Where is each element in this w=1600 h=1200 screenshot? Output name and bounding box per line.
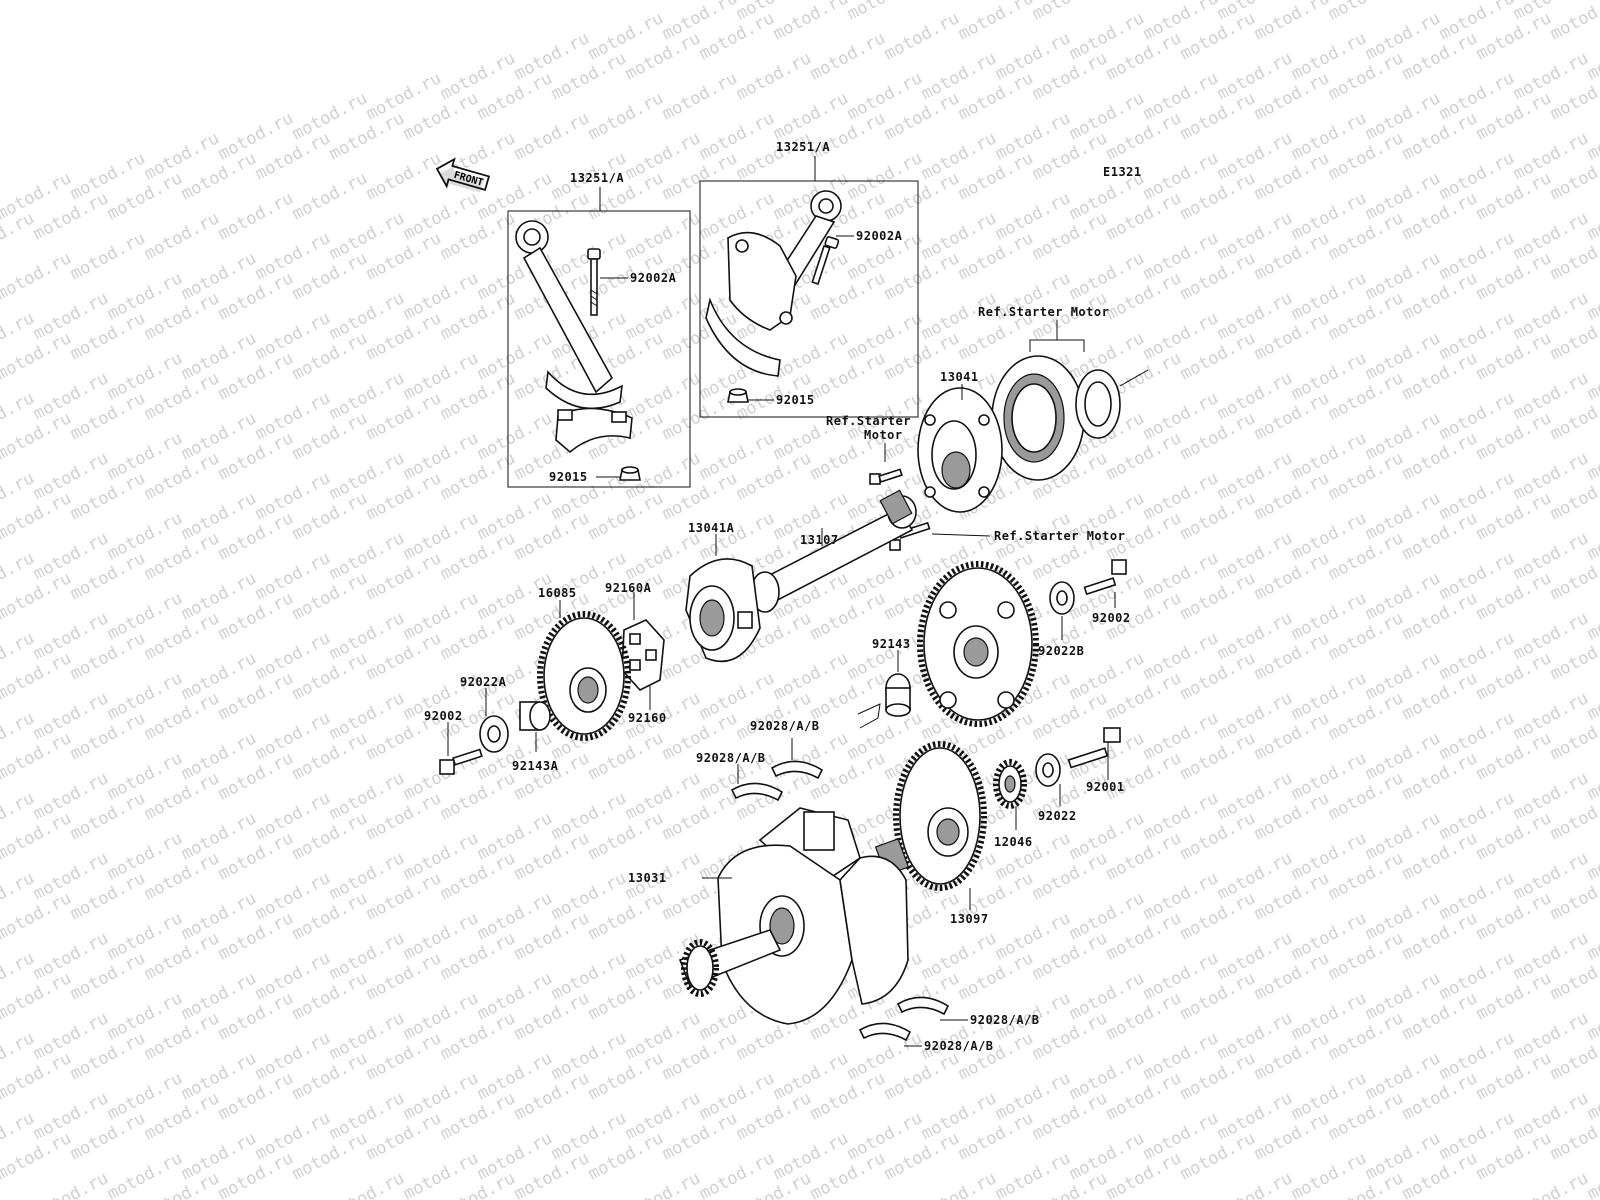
watermark-text: motod.ru: [1510, 1168, 1592, 1200]
watermark-text: motod.ru: [215, 188, 297, 244]
bush-a-label: 92143A: [512, 759, 559, 773]
bolt-92002a-right-icon: [811, 236, 840, 286]
ref-starter-2a-label: Ref.Starter: [826, 414, 911, 428]
watermark-text: motod.ru: [659, 68, 741, 124]
ref-starter-3-label: Ref.Starter Motor: [994, 529, 1125, 543]
starter-gear-icon: [917, 561, 1039, 727]
watermark-text: motod.ru: [30, 1168, 112, 1200]
nut-left-label: 92015: [549, 470, 588, 484]
gear-13097-icon: [874, 741, 987, 891]
watermark-text: motod.ru: [1584, 1148, 1600, 1200]
con-rod-right-label: 13251/A: [776, 140, 830, 154]
clutch-hub-label: 13041A: [688, 521, 735, 535]
damper-92160a-icon: [621, 619, 665, 691]
watermark-text: motod.ru: [1251, 0, 1333, 44]
starter-clutch-label: 13041: [940, 370, 979, 384]
starter-bolt-upper-icon: [869, 468, 903, 485]
watermark-text: motod.ru: [733, 48, 815, 104]
clutch-hub-13041a-icon: [685, 558, 761, 663]
crankshaft-13031-icon: [678, 807, 909, 1025]
bolt-92002-right-icon: [1083, 559, 1127, 596]
bolt-92002-right-label: 92002: [1092, 611, 1131, 625]
bearing-upper-1-label: 92028/A/B: [696, 751, 766, 765]
con-rod-cap-left-icon: [555, 407, 633, 454]
bolt-92002-left-label: 92002: [424, 709, 463, 723]
watermark-text: motod.ru: [67, 228, 149, 284]
watermark-text: motod.ru: [363, 148, 445, 204]
bearing-upper-1-icon: [730, 782, 784, 802]
watermark-text: motod.ru: [881, 8, 963, 64]
watermark-text: motod.ru: [1584, 0, 1600, 4]
nut-92015-left-icon: [619, 466, 641, 481]
nut-92015-right-icon: [727, 388, 749, 403]
bearing-lower-2-icon: [858, 1022, 912, 1042]
diagram-code: E1321: [1103, 165, 1142, 179]
gear-13097-label: 13097: [950, 912, 989, 926]
watermark-text: motod.ru: [1547, 0, 1600, 44]
watermark-text: motod.ru: [1325, 0, 1407, 24]
bearing-upper-2-icon: [770, 760, 824, 780]
shaft-label: 13107: [800, 533, 839, 547]
nut-right-label: 92015: [776, 393, 815, 407]
washer-92022a-icon: [479, 715, 509, 753]
damper-a-label: 92160A: [605, 581, 652, 595]
bearing-lower-1-icon: [896, 996, 950, 1016]
bearing-upper-2-label: 92028/A/B: [750, 719, 820, 733]
watermark-text: motod.ru: [918, 1168, 1000, 1200]
con-rod-left-label: 13251/A: [570, 171, 624, 185]
bolt-92001-label: 92001: [1086, 780, 1125, 794]
watermark-text: motod.ru: [844, 0, 926, 24]
ref-starter-2b-label: Motor: [864, 428, 903, 442]
watermark-text: motod.ru: [955, 0, 1037, 44]
con-rod-group-right: 13251/A 92002A 92015: [699, 140, 919, 418]
watermark-text: motod.ru: [511, 108, 593, 164]
watermark-text: motod.ru: [1399, 0, 1481, 4]
bush-label: 92143: [872, 637, 911, 651]
watermark-text: motod.ru: [770, 0, 852, 44]
ref-starter-1-label: Ref.Starter Motor: [978, 305, 1109, 319]
damper-label: 92160: [628, 711, 667, 725]
watermark-text: motod.ru: [1214, 1168, 1296, 1200]
washer-b-label: 92022B: [1038, 644, 1084, 658]
washer-92022-icon: [1035, 753, 1061, 787]
washer-92022b-icon: [1049, 581, 1075, 615]
washer-a-label: 92022A: [460, 675, 507, 689]
bush-92143-icon: [885, 673, 911, 717]
watermark-text: motod.ru: [141, 208, 223, 264]
starter-clutch-13041-icon: [917, 387, 1003, 513]
shaft-13107-icon: [750, 489, 917, 613]
washer-92022-label: 92022: [1038, 809, 1077, 823]
ring-ref-icon: [1075, 369, 1121, 439]
watermark-text: motod.ru: [918, 0, 1000, 4]
connecting-rod-left-icon: [515, 220, 623, 410]
watermark-text: motod.ru: [326, 1168, 408, 1200]
bolt-right-label: 92002A: [856, 229, 903, 243]
bolt-left-label: 92002A: [630, 271, 677, 285]
crankshaft-label: 13031: [628, 871, 667, 885]
gear-12046-icon: [993, 759, 1027, 809]
gear-16085-label: 16085: [538, 586, 577, 600]
bolt-92002a-left-icon: [587, 248, 601, 316]
watermark-text: motod.ru: [289, 168, 371, 224]
watermark-text: motod.ru: [622, 1168, 704, 1200]
watermark-text: motod.ru: [0, 248, 75, 304]
bolt-92002-left-icon: [439, 748, 483, 775]
gear-12046-label: 12046: [994, 835, 1033, 849]
one-way-clutch-ref-icon: [991, 355, 1085, 481]
bush-92143a-icon: [519, 701, 551, 731]
watermark-text: motod.ru: [1103, 0, 1185, 4]
gear-16085-icon: [537, 611, 631, 741]
watermark-text: motod.ru: [807, 28, 889, 84]
connecting-rod-right-icon: [705, 190, 842, 377]
con-rod-group-left: 13251/A 92002A 92015: [507, 171, 691, 488]
bearing-lower-1-label: 92028/A/B: [970, 1013, 1040, 1027]
front-arrow-icon: FRONT: [435, 157, 491, 193]
bearing-lower-2-label: 92028/A/B: [924, 1039, 994, 1053]
bolt-92001-icon: [1067, 727, 1121, 769]
watermark-text: motod.ru: [585, 88, 667, 144]
watermark-text: motod.ru: [1029, 0, 1111, 24]
